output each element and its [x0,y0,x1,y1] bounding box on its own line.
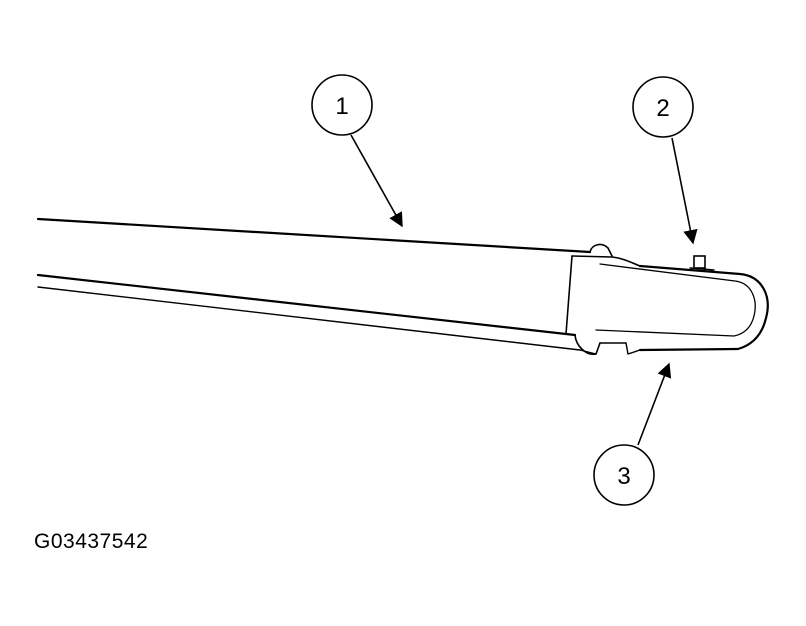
figure-id-label: G03437542 [34,530,149,553]
retaining-tab [689,255,715,271]
arm-end-cap [565,243,769,356]
callout-2: 2 [632,76,698,245]
callout-2-leader [671,137,698,245]
callout-3-label: 3 [617,463,630,490]
callout-2-circle [632,76,694,138]
callout-3: 3 [593,362,672,506]
callout-1-circle [311,74,373,136]
callout-3-leader [637,362,672,446]
wiper-arm [36,217,592,351]
callout-1-label: 1 [335,93,348,120]
callout-1-leader [350,134,403,228]
callout-2-label: 2 [656,95,669,122]
callout-3-circle [593,444,655,506]
callout-1: 1 [311,74,403,228]
